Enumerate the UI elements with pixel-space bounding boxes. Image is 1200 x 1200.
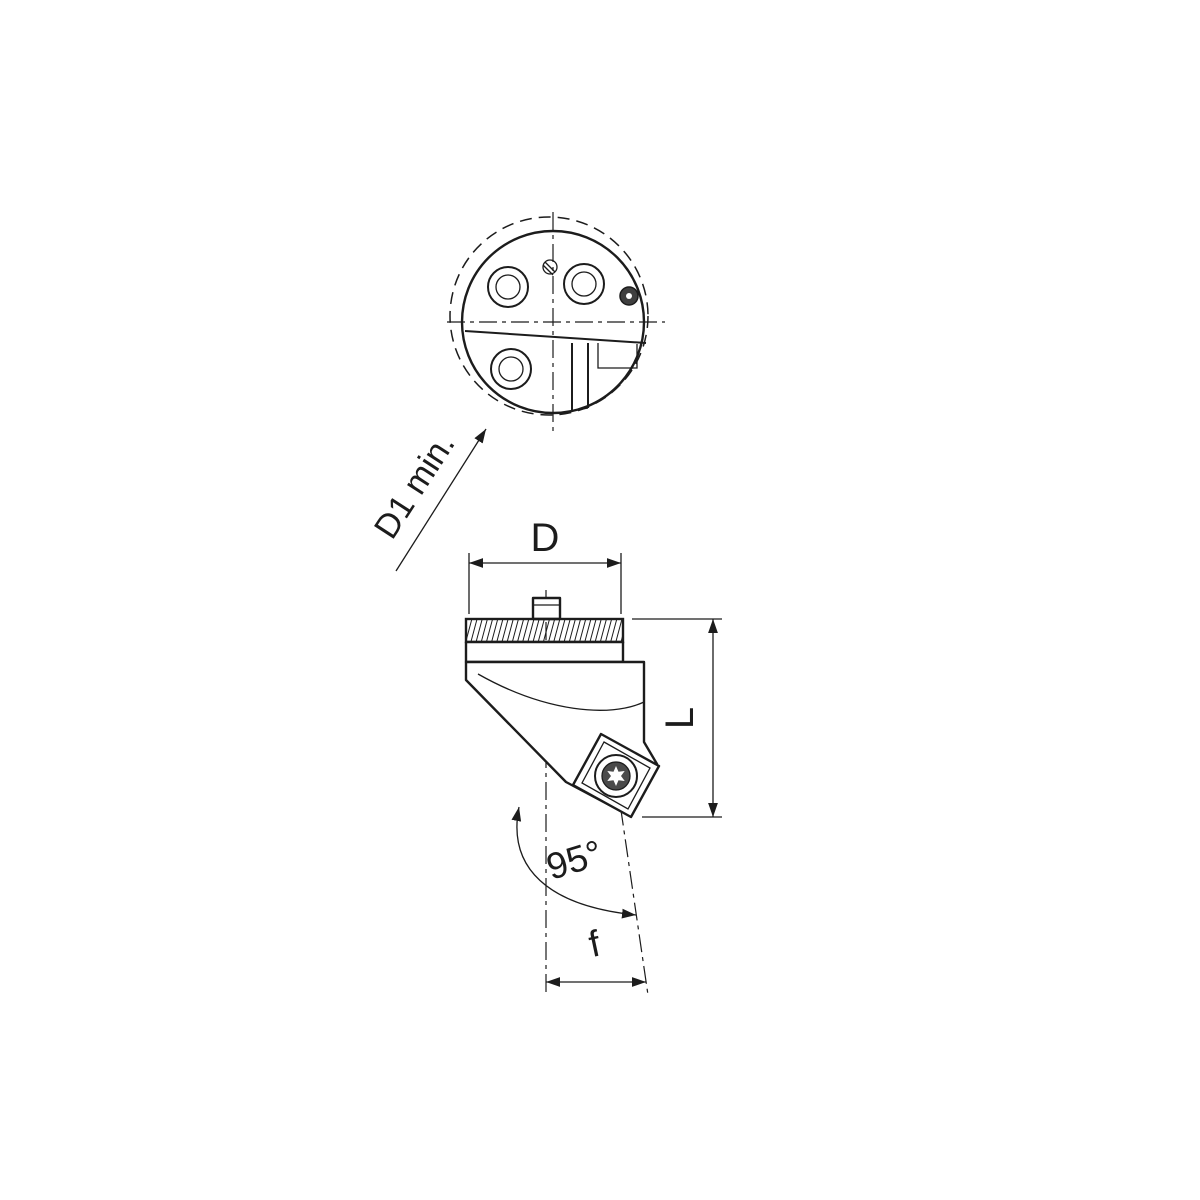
dimension-d: D	[468, 516, 622, 614]
dimension-l-label: L	[658, 707, 702, 729]
torx-star-icon	[607, 766, 625, 786]
hole-inner	[495, 274, 521, 300]
dimension-angle-label: 95°	[542, 832, 607, 888]
dimension-d-label: D	[531, 516, 560, 560]
screw-head	[542, 259, 558, 275]
hole-outer	[563, 263, 605, 305]
clamp-screw-side	[531, 596, 562, 621]
screw-stub	[531, 596, 562, 621]
hole-inner	[498, 356, 524, 382]
coolant-holes	[487, 263, 605, 390]
screw-slot	[544, 261, 556, 273]
insert-pocket-top	[464, 330, 647, 412]
collar	[464, 640, 625, 664]
hole-inner	[571, 271, 597, 297]
hole-outer	[487, 266, 529, 308]
dimension-f: f	[546, 923, 646, 987]
insert-screw-seat	[594, 754, 638, 798]
label-d1-min: D1 min.	[367, 427, 463, 546]
pocket-edge	[464, 330, 647, 344]
top-view: D1 min.	[367, 212, 665, 572]
pocket-notch	[597, 343, 638, 369]
shank-edge	[571, 407, 589, 412]
knurled-ring	[464, 617, 625, 644]
leader-arrow	[395, 428, 487, 572]
body-outline-circle	[460, 229, 646, 415]
center-lines	[447, 212, 665, 432]
d1-leader: D1 min.	[367, 427, 487, 572]
insert-screw-top	[619, 286, 639, 306]
reference-circle-d1	[449, 216, 649, 416]
screw-slot	[542, 264, 554, 276]
dimension-angle: 95°	[511, 806, 637, 919]
torx-recess	[626, 293, 632, 299]
dimension-f-label: f	[585, 923, 604, 965]
dimension-l: L	[632, 618, 722, 818]
clamp-screw-top	[542, 259, 558, 276]
hole-outer	[490, 348, 532, 390]
head-contour-curve	[477, 673, 645, 711]
side-view: D L 95° f	[464, 516, 722, 996]
angle-arc-arrow	[511, 806, 637, 919]
